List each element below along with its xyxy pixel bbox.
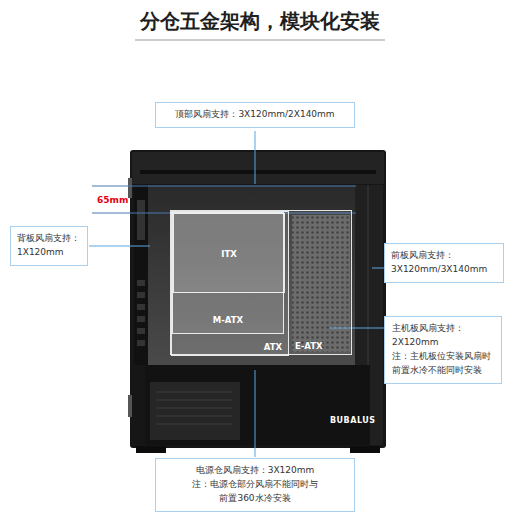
node-text: E-ATX [295,342,323,351]
psu-vents [156,392,232,424]
node-text: ATX [264,343,282,352]
node-text: 电源仓风扇支持：3X120mm [188,464,322,478]
rear-slots [137,200,145,346]
top-rail [140,170,376,174]
node-note: 注：主机板位安装风扇时前置水冷不能同时安装 [392,350,494,378]
hinge [128,178,132,198]
node-text: ITX [174,250,284,259]
board-outline: ATX M-ATX ITX [171,211,289,356]
dimension-line [92,186,356,187]
callout-box: 前板风扇支持：3X120mm/3X140mm [384,243,504,283]
callout-box: 背板风扇支持：1X120mm [10,226,88,266]
board-outline: ITX [173,213,285,293]
brand-logo: BUBALUS [330,416,375,425]
node-text: 主机板风扇支持：2X120mm [392,322,494,350]
case-foot [136,446,166,453]
hinge [128,395,132,417]
leader-lines [89,131,384,457]
case-body [130,150,386,448]
callout-box: 主机板风扇支持：2X120mm注：主机板位安装风扇时前置水冷不能同时安装 [384,316,502,384]
callout-box: 顶部风扇支持：3X120mm/2X140mm [155,102,355,128]
page-title: 分仓五金架构，模块化安装 [0,8,520,35]
rear-bracket [134,185,148,365]
node-note: 注：电源仓部分风扇不能同时与前置360水冷安装 [188,478,322,506]
node-text: 前板风扇支持：3X120mm/3X140mm [391,249,497,277]
psu-shroud [145,365,370,445]
case-foot [350,446,380,453]
node-text: 背板风扇支持：1X120mm [17,232,81,260]
callout-box: 电源仓风扇支持：3X120mm注：电源仓部分风扇不能同时与前置360水冷安装 [155,458,355,512]
interior [145,185,370,365]
title-rule [135,40,385,41]
node-text: M-ATX [173,316,283,325]
board-outline: M-ATX ITX [172,212,284,334]
node-text: 顶部风扇支持：3X120mm/2X140mm [162,108,348,122]
board-outline: E-ATX ATX M-ATX ITX [170,210,352,355]
dimension-label: 65mm [97,195,128,205]
psu-cutout [150,382,240,440]
top-panel [132,152,384,184]
